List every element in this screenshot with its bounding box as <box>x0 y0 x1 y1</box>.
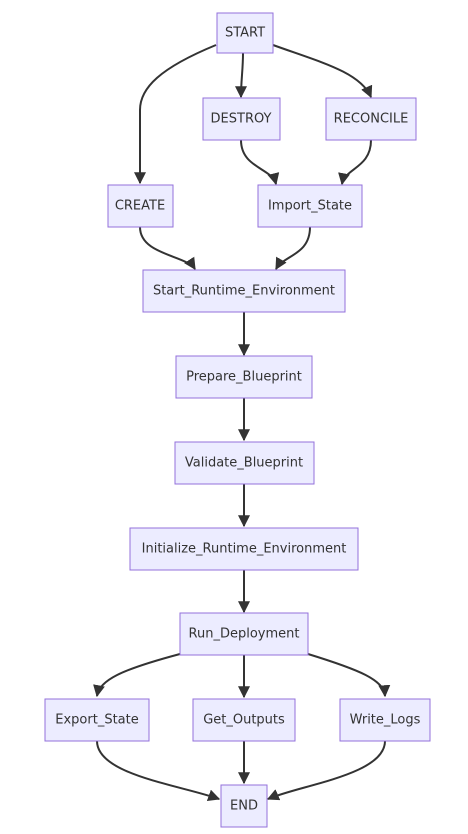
edge-destroy-importstate <box>240 139 280 186</box>
node-create-label: CREATE <box>115 199 165 214</box>
edge-start-destroy <box>235 52 248 99</box>
node-reconcile[interactable]: RECONCILE <box>325 97 417 141</box>
edge-exportstate-end <box>96 740 221 802</box>
edges <box>93 44 391 802</box>
node-start-runtime-environment[interactable]: Start_Runtime_Environment <box>142 269 346 313</box>
edge-create-startruntime <box>139 226 196 271</box>
node-reconcile-label: RECONCILE <box>334 112 409 127</box>
edge-start-create <box>134 44 217 185</box>
node-get-outputs-label: Get_Outputs <box>203 713 285 728</box>
node-destroy-label: DESTROY <box>211 112 272 127</box>
node-prepare-blueprint-label: Prepare_Blueprint <box>186 370 302 385</box>
node-validate-blueprint[interactable]: Validate_Blueprint <box>174 441 315 485</box>
node-import-state-label: Import_State <box>268 199 352 214</box>
node-run-deployment[interactable]: Run_Deployment <box>179 612 309 656</box>
node-destroy[interactable]: DESTROY <box>202 97 281 141</box>
edge-writelogs-end <box>266 740 386 801</box>
node-export-state-label: Export_State <box>55 713 138 728</box>
edge-reconcile-importstate <box>338 139 372 186</box>
node-export-state[interactable]: Export_State <box>44 698 150 742</box>
node-end-label: END <box>230 799 258 814</box>
node-start-label: START <box>225 26 265 41</box>
node-initialize-runtime-environment-label: Initialize_Runtime_Environment <box>142 542 347 557</box>
edge-rundeployment-exportstate <box>93 653 181 698</box>
node-import-state[interactable]: Import_State <box>257 184 363 228</box>
node-write-logs[interactable]: Write_Logs <box>339 698 431 742</box>
node-initialize-runtime-environment[interactable]: Initialize_Runtime_Environment <box>129 527 359 571</box>
node-write-logs-label: Write_Logs <box>350 713 421 728</box>
nodes: START DESTROY RECONCILE CREATE Import_St… <box>44 12 431 828</box>
node-end[interactable]: END <box>220 784 268 828</box>
edge-importstate-startruntime <box>275 226 311 271</box>
edge-rundeployment-writelogs <box>307 653 391 698</box>
node-start-runtime-environment-label: Start_Runtime_Environment <box>153 284 335 299</box>
node-create[interactable]: CREATE <box>107 184 174 228</box>
node-validate-blueprint-label: Validate_Blueprint <box>185 456 303 471</box>
node-run-deployment-label: Run_Deployment <box>189 627 300 642</box>
node-prepare-blueprint[interactable]: Prepare_Blueprint <box>175 355 313 399</box>
node-get-outputs[interactable]: Get_Outputs <box>192 698 296 742</box>
node-start[interactable]: START <box>216 12 274 54</box>
edge-start-reconcile <box>272 44 373 99</box>
